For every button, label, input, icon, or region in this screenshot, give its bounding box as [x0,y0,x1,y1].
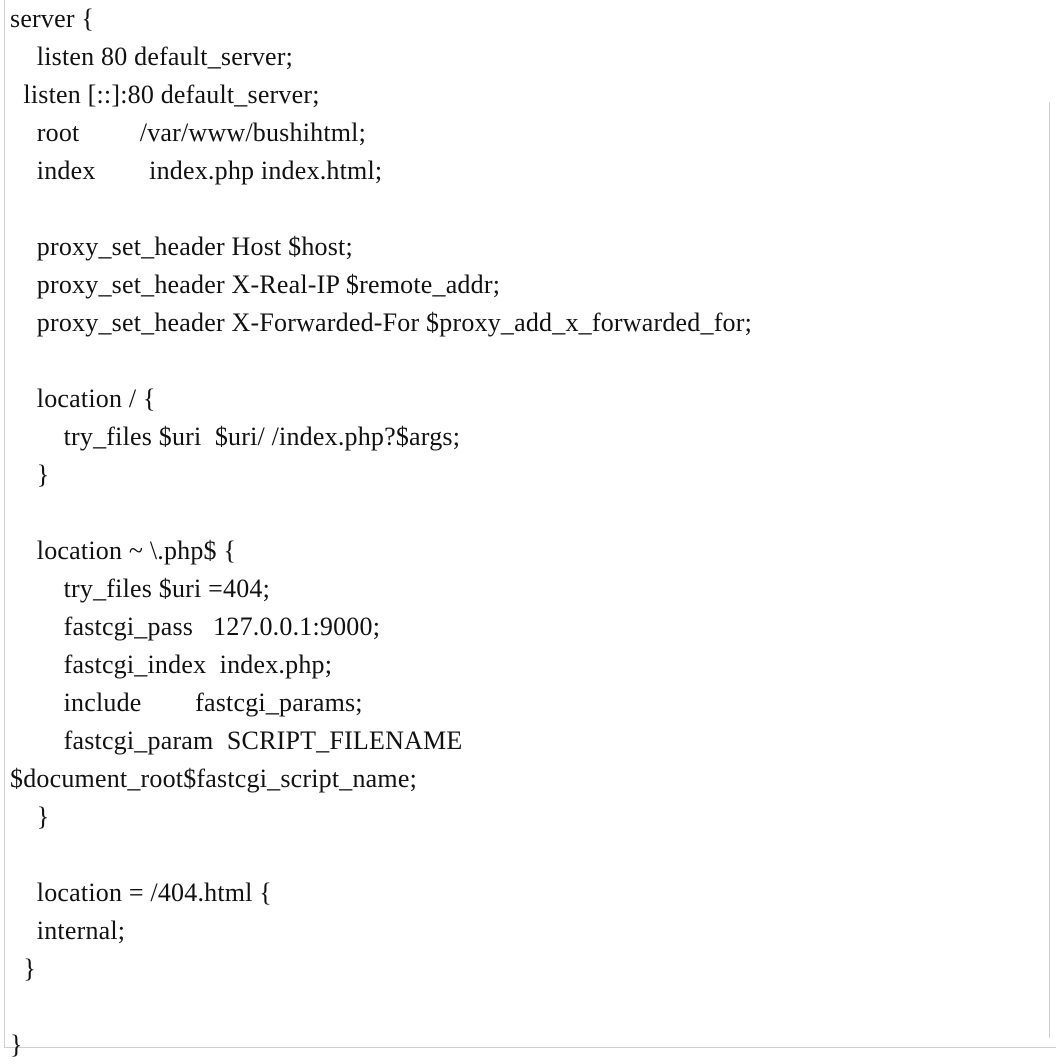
code-line [10,988,752,1026]
code-line [10,494,752,532]
code-line [10,190,752,228]
code-line: } [10,1030,23,1059]
code-line: } [10,954,37,983]
code-line: try_files $uri =404; [10,574,271,603]
code-line: location / { [10,384,156,413]
code-line: listen [::]:80 default_server; [10,80,320,109]
code-line: internal; [10,916,126,945]
code-line: root /var/www/bushihtml; [10,118,367,147]
code-line: proxy_set_header X-Real-IP $remote_addr; [10,270,501,299]
code-line: fastcgi_index index.php; [10,650,333,679]
code-line: include fastcgi_params; [10,688,363,717]
code-line [10,836,752,874]
code-line: } [10,460,50,489]
code-line: try_files $uri $uri/ /index.php?$args; [10,422,461,451]
code-line [10,342,752,380]
code-line: $document_root$fastcgi_script_name; [10,764,418,793]
code-line: } [10,802,50,831]
document-frame [4,0,1056,1048]
scrollbar-track[interactable] [1049,102,1056,1038]
code-block: server { listen 80 default_server; liste… [10,0,752,1064]
code-line: proxy_set_header X-Forwarded-For $proxy_… [10,308,753,337]
code-line: index index.php index.html; [10,156,383,185]
code-line: listen 80 default_server; [10,42,294,71]
code-line: server { [10,4,95,33]
code-line: fastcgi_pass 127.0.0.1:9000; [10,612,381,641]
code-line: location ~ \.php$ { [10,536,237,565]
code-line: fastcgi_param SCRIPT_FILENAME [10,726,463,755]
code-line: proxy_set_header Host $host; [10,232,353,261]
code-line: location = /404.html { [10,878,272,907]
